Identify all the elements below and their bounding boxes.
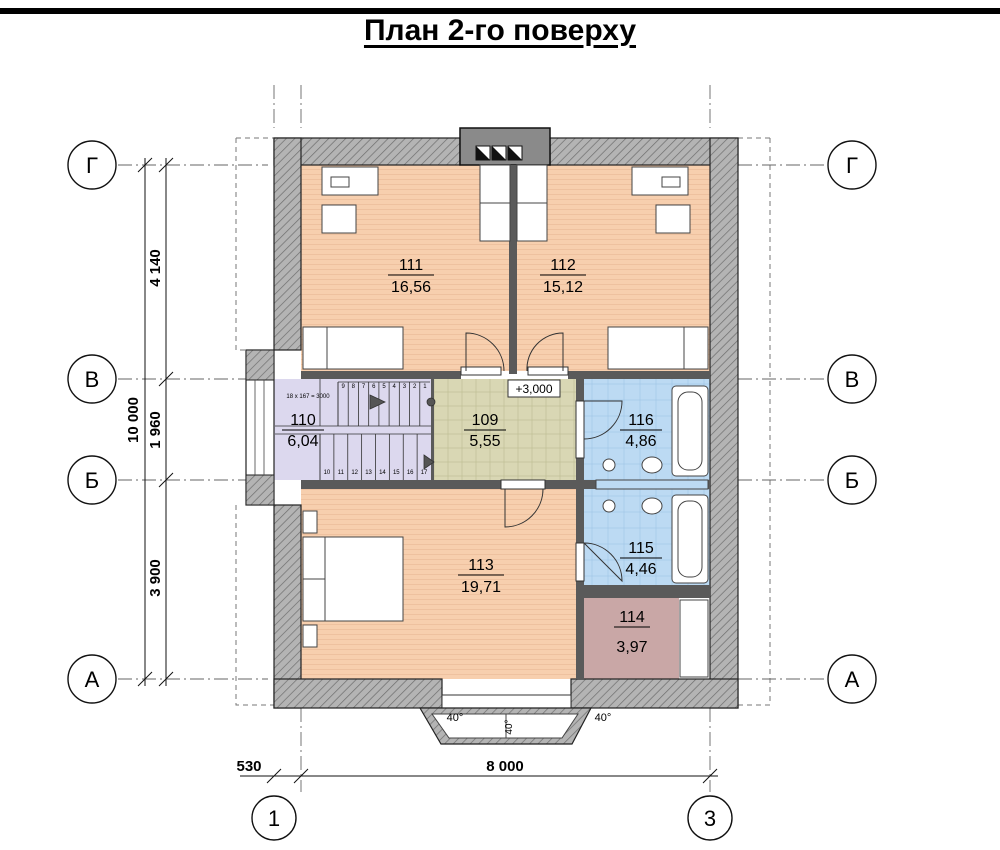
balcony-angle-left: 40° [447, 712, 464, 724]
stair-step-number: 9 [341, 384, 345, 390]
room-114-area: 3,97 [616, 639, 647, 656]
title-block: План 2-го поверху [0, 14, 1000, 48]
dim-seg-top: 4 140 [147, 249, 164, 287]
shaft [479, 164, 548, 242]
dimension-chain-left [137, 157, 174, 687]
axis-label-row-b-left: Б [85, 468, 99, 493]
stair-step-number: 15 [393, 470, 400, 476]
axis-label-row-v-left: В [85, 367, 100, 392]
furniture [302, 166, 709, 678]
stair-step-number: 7 [362, 384, 366, 390]
axis-label-col-3: 3 [704, 806, 716, 831]
level-mark: +3,000 [515, 382, 552, 396]
stair-step-number: 13 [365, 470, 372, 476]
axis-label-row-b-right: Б [845, 468, 859, 493]
room-114-fill [584, 598, 679, 679]
axis-bubbles [67, 140, 877, 841]
room-112-area: 15,12 [543, 279, 583, 296]
stair-step-numbers-bottom: 10 11 12 13 14 15 16 17 [324, 470, 428, 476]
plan-title: План 2-го поверху [363, 14, 637, 47]
stair-step-number: 12 [351, 470, 358, 476]
staircase [275, 379, 436, 480]
doors [460, 332, 623, 583]
dim-offset-left: 530 [236, 758, 261, 775]
room-109-number: 109 [472, 412, 499, 429]
room-112-number: 112 [550, 257, 576, 274]
stair-step-number: 16 [407, 470, 414, 476]
room-111-number: 111 [399, 257, 423, 274]
dim-seg-mid: 1 960 [147, 411, 164, 449]
bay-window [245, 349, 275, 506]
dim-total-horizontal: 8 000 [486, 758, 524, 775]
level-mark-box [507, 379, 561, 398]
stair-step-number: 4 [393, 384, 397, 390]
stair-step-number: 11 [338, 470, 345, 476]
stair-step-number: 5 [382, 384, 386, 390]
stair-step-number: 10 [324, 470, 331, 476]
room-113-area: 19,71 [461, 579, 501, 596]
axis-label-row-g-left: Г [86, 153, 98, 178]
stair-step-number: 8 [352, 384, 356, 390]
axis-label-row-a-right: А [845, 667, 860, 692]
stair-step-number: 17 [421, 470, 428, 476]
stair-step-number: 14 [379, 470, 386, 476]
axis-label-col-1: 1 [268, 806, 280, 831]
room-116-area: 4,86 [625, 433, 656, 450]
room-labels: 111 16,56 112 15,12 110 6,04 109 5,55 11… [282, 257, 662, 656]
room-116-number: 116 [628, 412, 654, 429]
stair-step-number: 6 [372, 384, 376, 390]
dimension-chain-bottom [240, 768, 718, 784]
axis-lines [118, 85, 826, 792]
balcony [418, 694, 592, 745]
axis-label-row-a-left: А [85, 667, 100, 692]
room-111-area: 16,56 [391, 279, 431, 296]
room-114-number: 114 [619, 609, 645, 626]
axis-label-row-v-right: В [845, 367, 860, 392]
stair-step-number: 2 [413, 384, 417, 390]
dim-total-vertical: 10 000 [125, 397, 142, 443]
stair-step-number: 3 [403, 384, 407, 390]
top-rule [0, 8, 1000, 14]
exterior-walls [273, 137, 739, 709]
stair-step-number: 1 [423, 384, 427, 390]
balcony-angle-right: 40° [595, 712, 612, 724]
room-115-area: 4,46 [625, 561, 656, 578]
balcony-angle-mid: 40° [504, 719, 515, 734]
chimney [459, 127, 551, 166]
room-109-area: 5,55 [469, 433, 500, 450]
dim-seg-bottom: 3 900 [147, 559, 164, 597]
room-110-number: 110 [290, 412, 316, 429]
room-113-number: 113 [468, 557, 494, 574]
axis-label-row-g-right: Г [846, 153, 858, 178]
stair-note: 18 x 167 = 3000 [286, 394, 330, 400]
room-110-area: 6,04 [287, 433, 318, 450]
room-115-number: 115 [628, 540, 654, 557]
